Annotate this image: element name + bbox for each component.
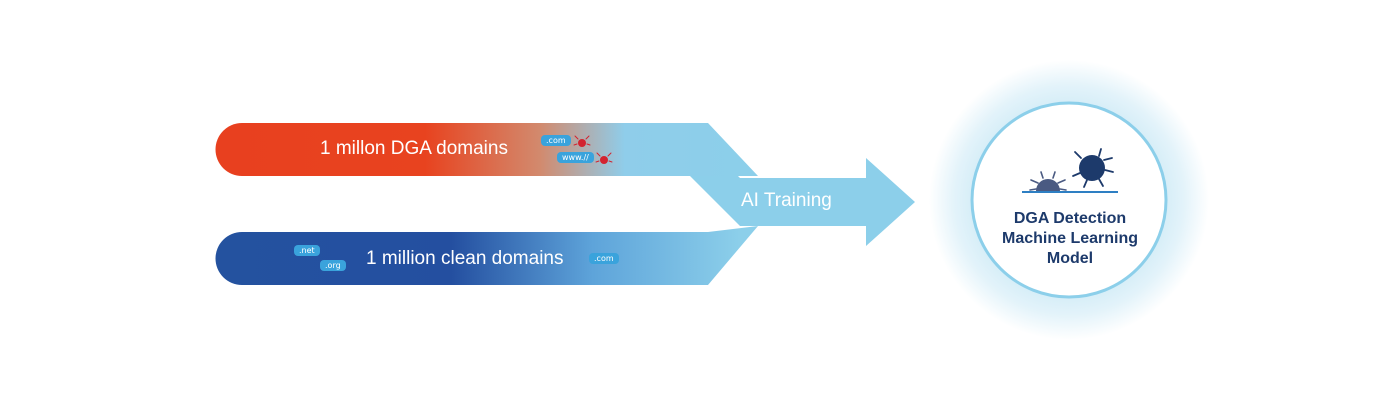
clean-domains-label: 1 million clean domains [366,248,564,269]
domain-tag: .com [541,135,571,146]
malware-bug-icon [595,152,613,164]
domain-tag: .org [320,260,346,271]
clean-band [215,226,758,285]
bug-icon [1072,148,1114,188]
model-title-line: DGA Detection [1013,210,1127,227]
domain-tag: .com [589,253,619,264]
dga-domains-label: 1 millon DGA domains [320,138,508,159]
bug-icon [1029,171,1067,191]
domain-tag: .net [294,245,320,256]
malware-bug-icon [573,135,591,147]
domain-tag: www.// [557,152,594,163]
model-title-line: Model [1046,250,1094,267]
model-title-line: Machine Learning [1001,230,1139,247]
dga-band [215,123,758,176]
model-title: DGA Detection Machine Learning Model [980,209,1160,269]
model-circle [970,101,1168,299]
ai-training-label: AI Training [741,190,832,211]
training-arrow [690,128,915,246]
